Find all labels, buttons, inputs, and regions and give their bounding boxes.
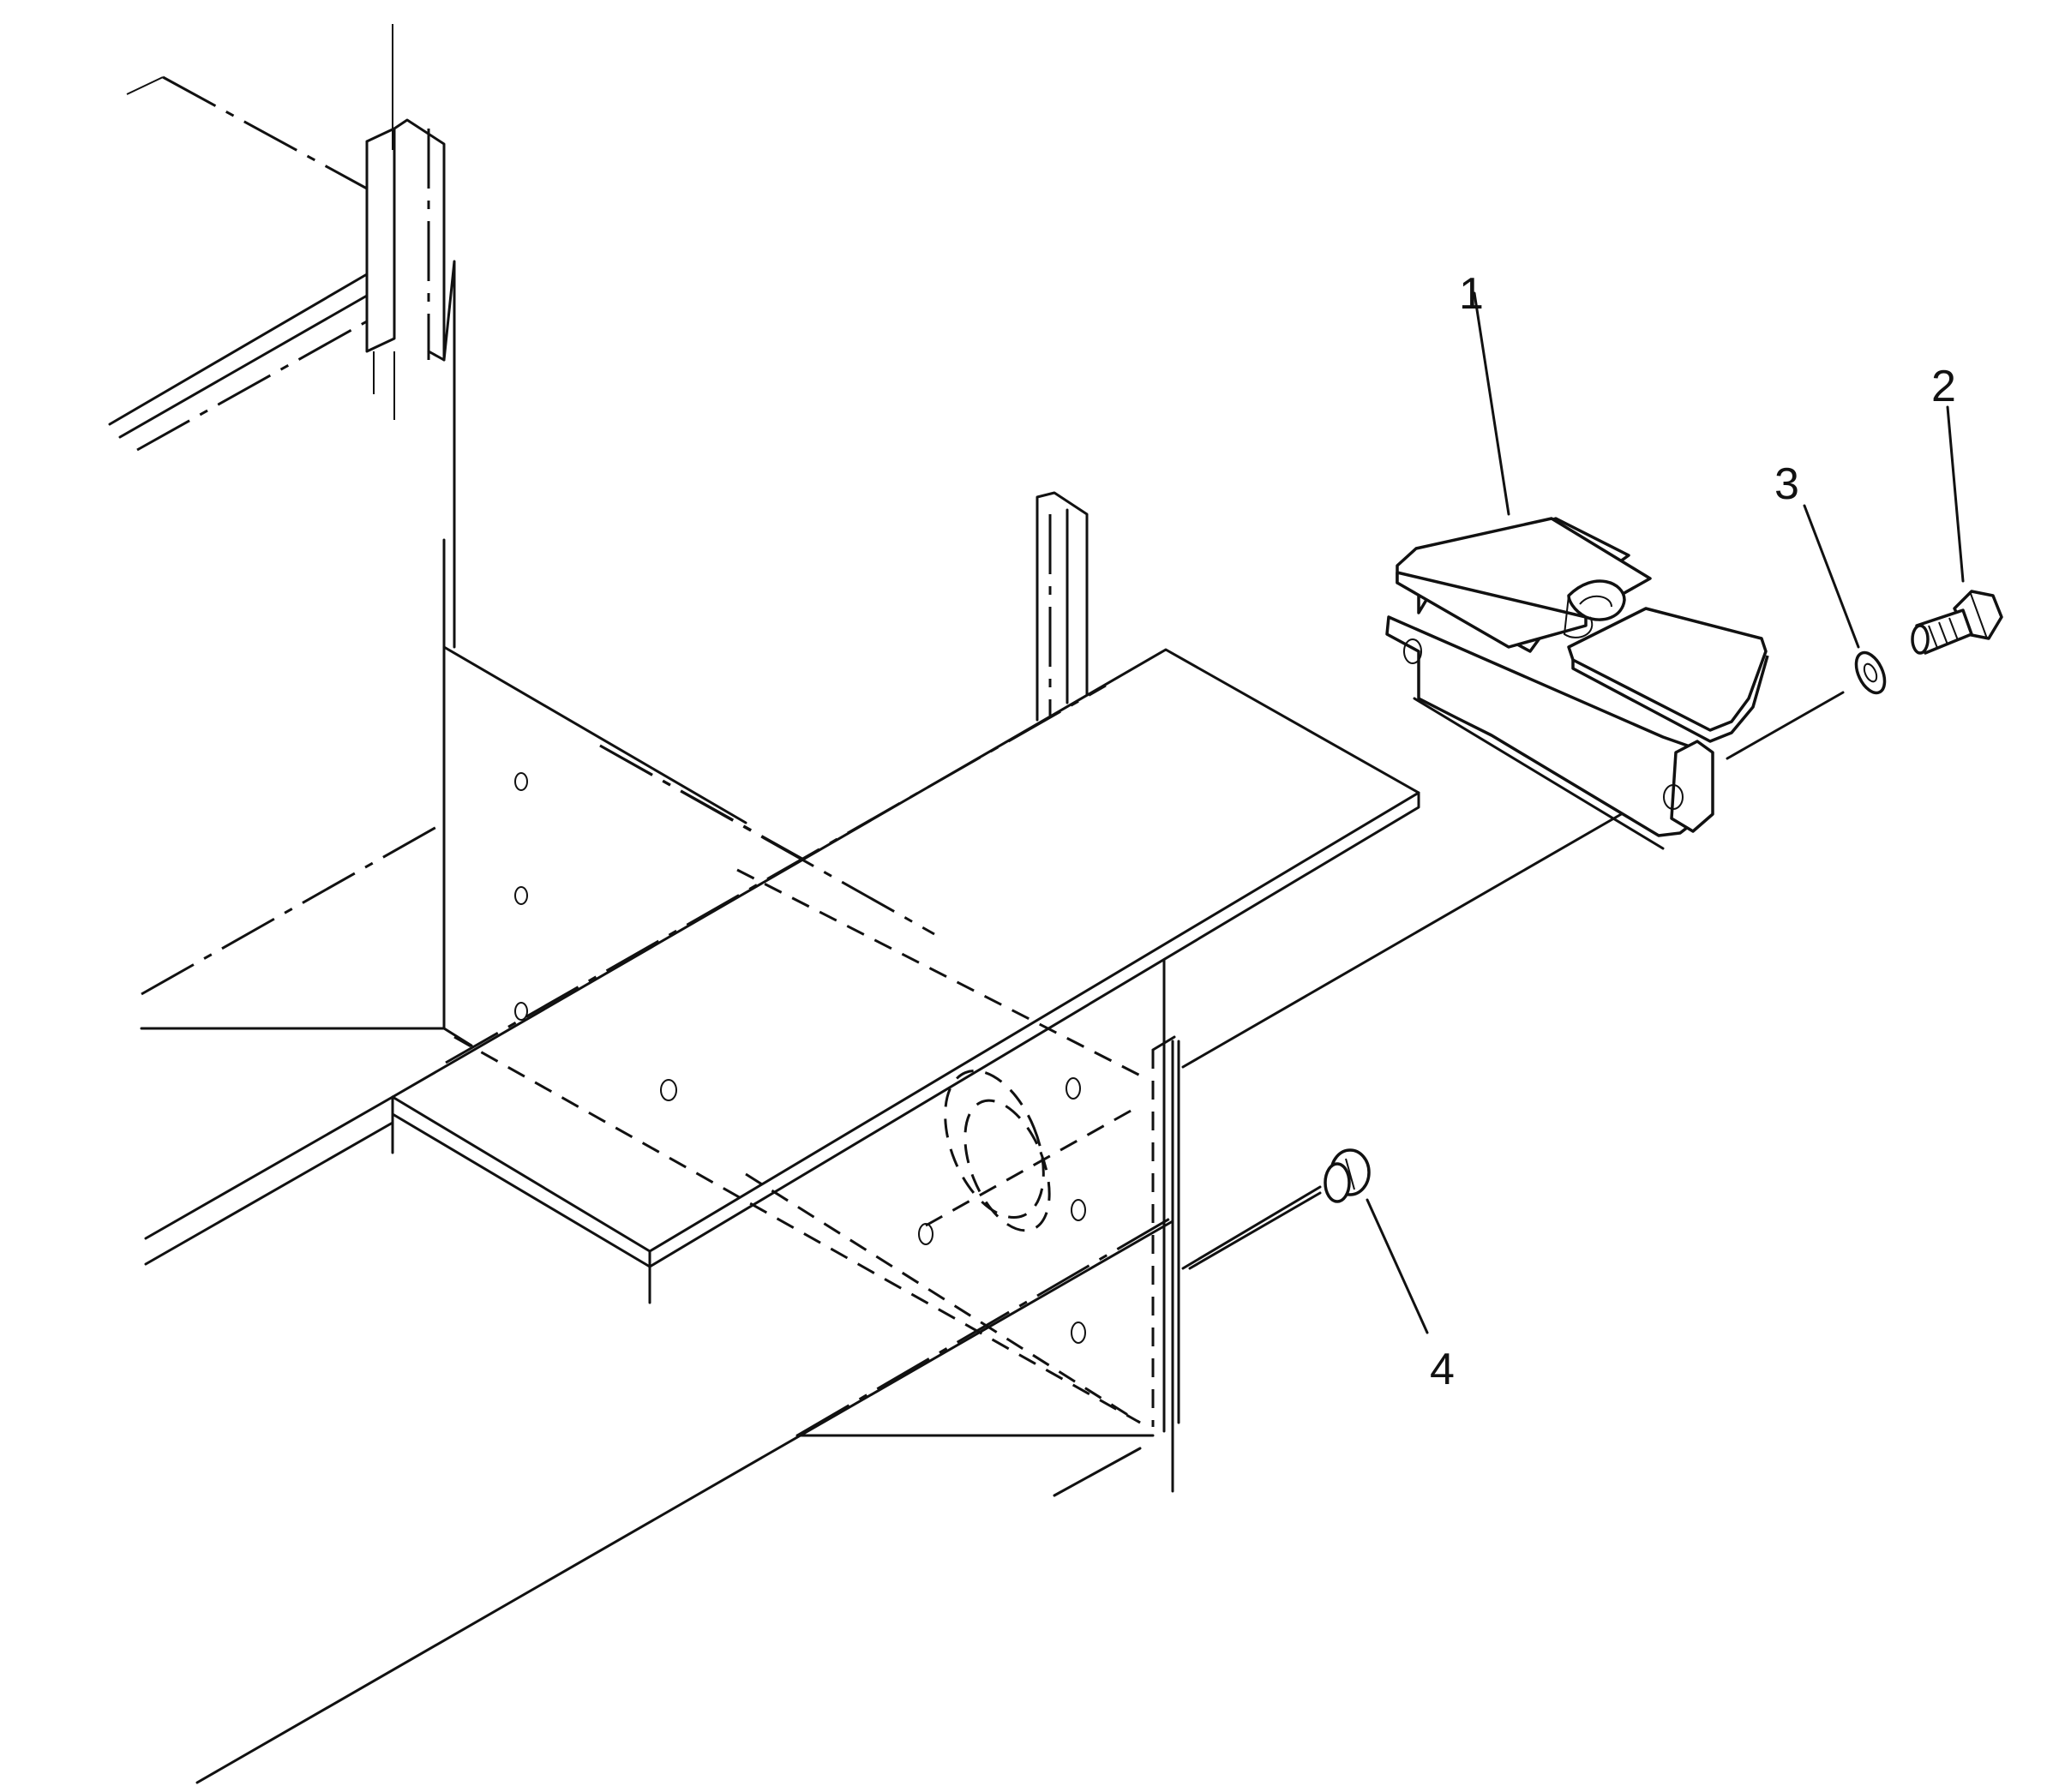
part-4-plug	[1324, 1148, 1371, 1203]
lower-frame-members	[144, 808, 1630, 1784]
part-3-washer	[1854, 650, 1887, 695]
bolt-hole	[514, 886, 528, 905]
callout-4: 4	[1430, 1345, 1455, 1394]
callout-1: 1	[1459, 269, 1484, 319]
assembly-axis-line	[1726, 691, 1845, 760]
bolt-hole	[918, 1223, 933, 1245]
leader-line-3	[1803, 504, 1860, 649]
front-side-plate	[795, 958, 1180, 1497]
bolt-hole	[514, 772, 528, 791]
horizontal-platform	[391, 648, 1420, 1424]
bolt-hole	[1066, 1077, 1081, 1100]
part-2-bolt	[1911, 590, 2003, 655]
upper-frame-rails	[108, 273, 369, 452]
leader-line-2	[1946, 405, 1965, 583]
leader-line-1	[1473, 291, 1510, 516]
bolt-hole	[660, 1079, 677, 1101]
center-upright-bracket	[1036, 491, 1089, 722]
callout-3: 3	[1774, 459, 1799, 509]
callout-2: 2	[1931, 362, 1956, 411]
rear-upright-post	[126, 24, 446, 420]
bolt-hole	[514, 1002, 528, 1021]
leader-line-4	[1366, 1198, 1429, 1334]
plug-axis-line	[1188, 1191, 1322, 1270]
part-1-cover-assembly	[1385, 517, 1769, 850]
bolt-hole	[1071, 1322, 1086, 1344]
bolt-hole	[1071, 1199, 1086, 1221]
